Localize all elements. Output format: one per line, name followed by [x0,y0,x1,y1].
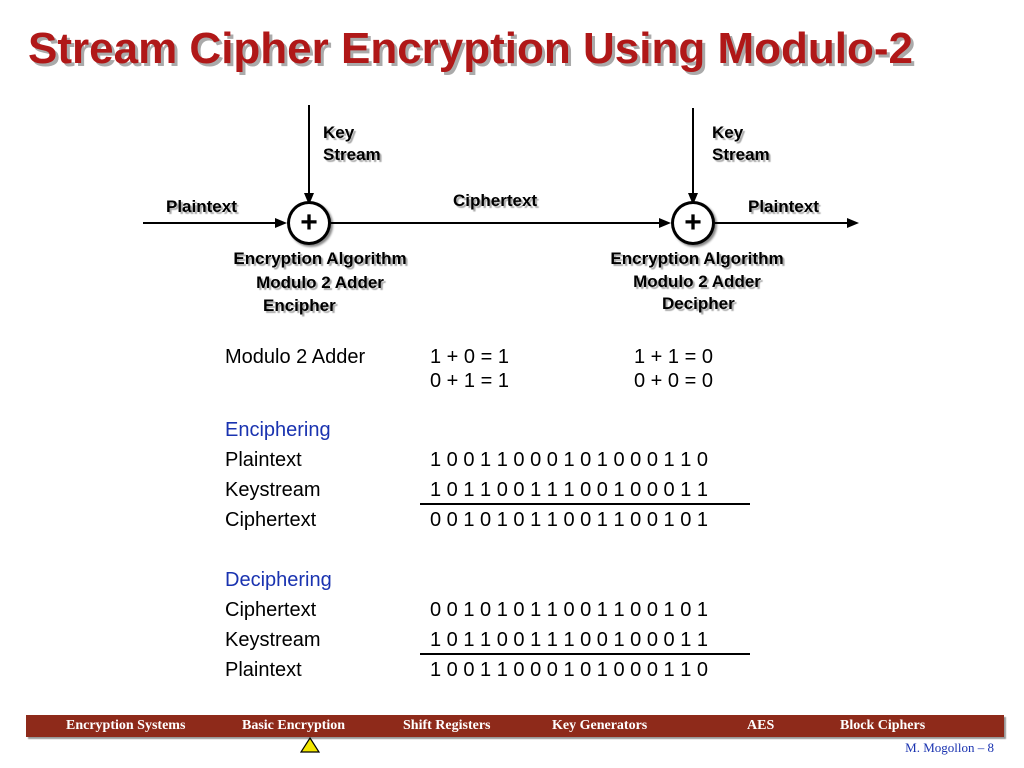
input-arrowhead [275,218,287,228]
dec-sum-line [420,653,750,655]
input-plaintext-label: Plaintext [166,197,237,216]
page-title: Stream Cipher Encryption Using Modulo-2 [28,24,913,73]
dec-row-bits: 1 0 1 1 0 0 1 1 1 0 0 1 0 0 0 1 1 [430,629,708,651]
enc-row-bits: 0 0 1 0 1 0 1 1 0 0 1 1 0 0 1 0 1 [430,509,708,531]
triangle-home-icon[interactable] [300,737,320,753]
left-caption-adder: Modulo 2 Adder [256,273,384,292]
output-arrowhead [847,218,859,228]
nav-aes[interactable]: AES [747,718,775,733]
enc-row-label: Plaintext [225,449,302,471]
nav-key-generators[interactable]: Key Generators [552,718,648,733]
enciphering-heading: Enciphering [225,419,331,441]
nav-basic-encryption[interactable]: Basic Encryption [242,718,346,733]
ciphertext-line [331,222,659,224]
rule-1-plus-1: 1 + 1 = 0 [634,346,713,368]
enc-sum-line [420,503,750,505]
dec-row-label: Plaintext [225,659,302,681]
input-line [143,222,275,224]
enc-row-label: Ciphertext [225,509,317,531]
rule-0-plus-1: 0 + 1 = 1 [430,370,509,392]
dec-row-bits: 0 0 1 0 1 0 1 1 0 0 1 1 0 0 1 0 1 [430,599,708,621]
ciphertext-arrowhead [659,218,671,228]
left-stream-label: Stream [323,145,381,164]
left-adder-plus: + [290,204,328,242]
nav-shift-registers[interactable]: Shift Registers [403,718,491,733]
dec-row-bits: 1 0 0 1 1 0 0 0 1 0 1 0 0 0 1 1 0 [430,659,708,681]
right-key-label: Key [712,123,744,142]
left-key-stream-arrowhead [304,193,314,205]
right-stream-label: Stream [712,145,770,164]
right-caption-decipher: Decipher [662,294,735,313]
deciphering-heading: Deciphering [225,569,332,591]
nav-encryption-systems[interactable]: Encryption Systems [66,718,186,733]
modulo-2-adder-label: Modulo 2 Adder [225,346,366,368]
right-key-stream-line [692,108,694,195]
enc-row-bits: 1 0 0 1 1 0 0 0 1 0 1 0 0 0 1 1 0 [430,449,708,471]
footer-nav-bar: Encryption Systems Basic Encryption Shif… [26,715,1004,737]
ciphertext-label: Ciphertext [453,191,538,210]
rule-1-plus-0: 1 + 0 = 1 [430,346,509,368]
left-caption-algorithm: Encryption Algorithm [233,249,407,268]
left-modulo-adder: + [287,201,331,245]
output-line [715,222,847,224]
output-plaintext-label: Plaintext [748,197,819,216]
enc-row-bits: 1 0 1 1 0 0 1 1 1 0 0 1 0 0 0 1 1 [430,479,708,501]
page-number: M. Mogollon – 8 [905,740,994,755]
rule-0-plus-0: 0 + 0 = 0 [634,370,713,392]
right-caption-algorithm: Encryption Algorithm [610,249,784,268]
left-key-stream-line [308,105,310,195]
right-caption-adder: Modulo 2 Adder [633,272,761,291]
right-modulo-adder: + [671,201,715,245]
dec-row-label: Ciphertext [225,599,317,621]
nav-block-ciphers[interactable]: Block Ciphers [840,718,926,733]
right-adder-plus: + [674,204,712,242]
right-key-stream-arrowhead [688,193,698,205]
enc-row-label: Keystream [225,479,321,501]
left-key-label: Key [323,123,355,142]
left-caption-encipher: Encipher [263,296,336,315]
dec-row-label: Keystream [225,629,321,651]
